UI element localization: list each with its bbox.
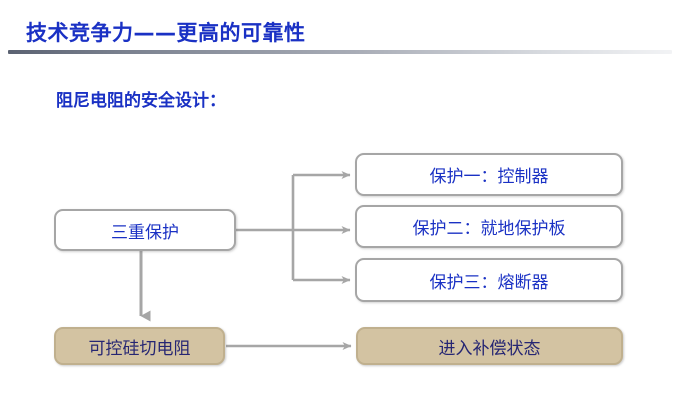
node-triple-protection[interactable]: 三重保护 — [54, 209, 236, 251]
node-scr-switch-resistor[interactable]: 可控硅切电阻 — [54, 327, 225, 365]
page-title: 技术竞争力——更高的可靠性 — [26, 21, 306, 45]
node-protection-3[interactable]: 保护三：熔断器 — [355, 258, 623, 302]
section-subtitle: 阻尼电阻的安全设计： — [56, 91, 226, 111]
node-enter-compensation-state[interactable]: 进入补偿状态 — [356, 327, 623, 365]
title-divider — [8, 50, 672, 54]
node-protection-1[interactable]: 保护一：控制器 — [355, 153, 623, 196]
node-protection-2[interactable]: 保护二：就地保护板 — [355, 205, 623, 248]
